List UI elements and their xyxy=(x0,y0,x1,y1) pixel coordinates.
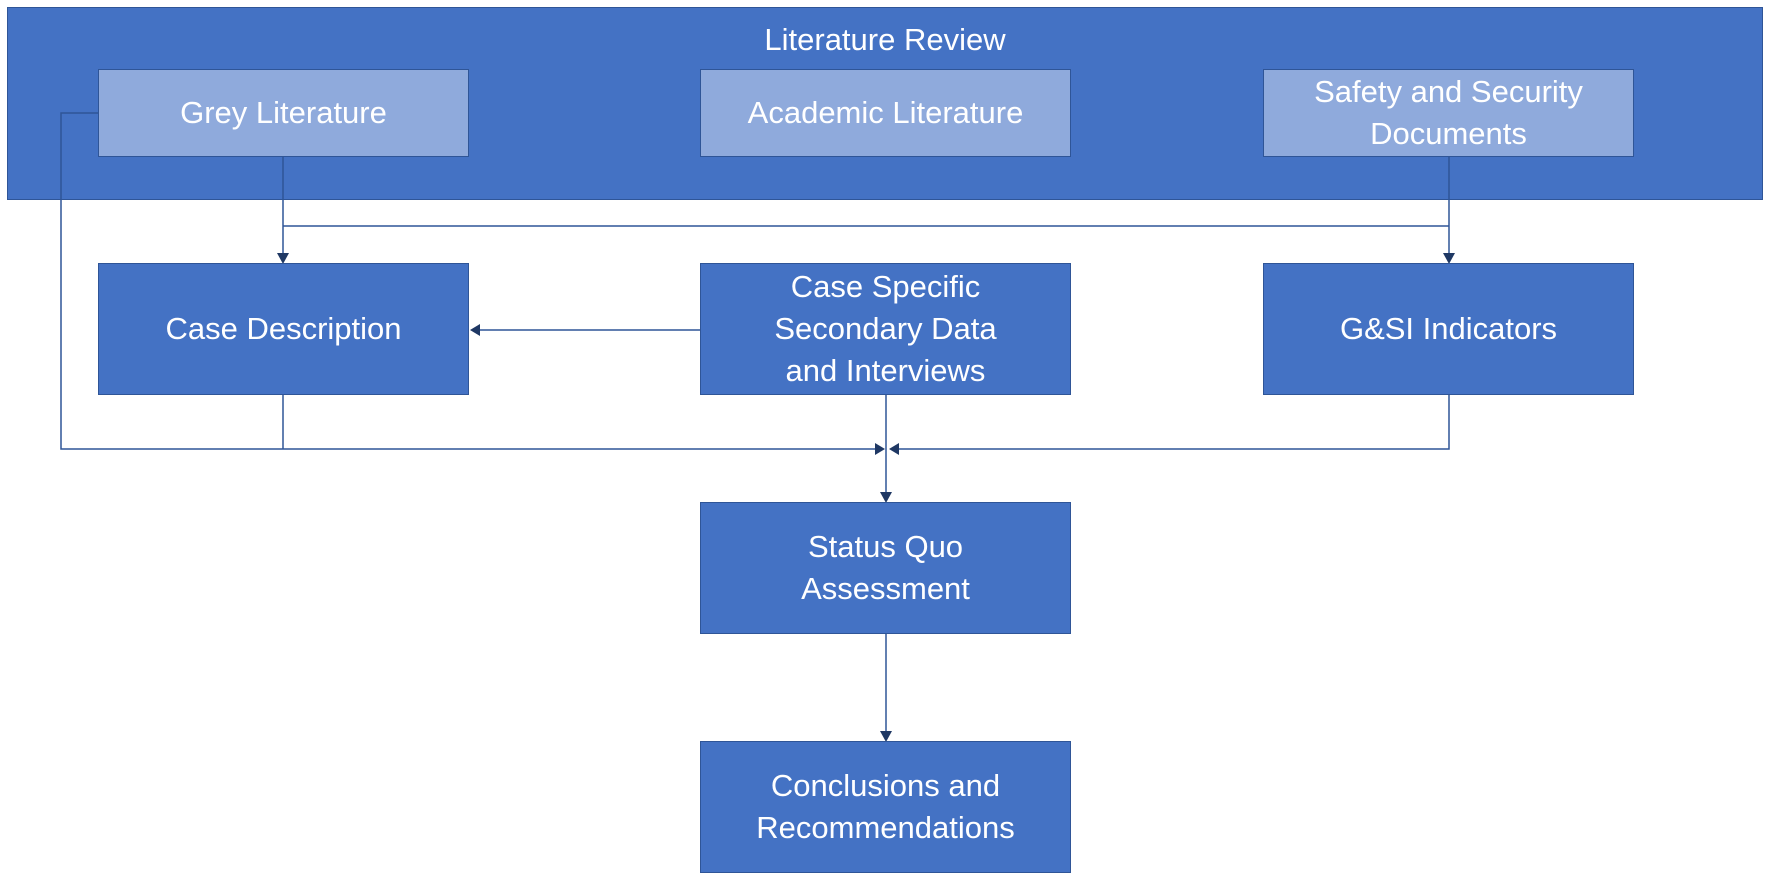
grey-literature-box: Grey Literature xyxy=(98,69,469,157)
literature-review-title: Literature Review xyxy=(764,22,1006,57)
arrowhead-case-description-right xyxy=(470,324,480,336)
case-description-box: Case Description xyxy=(98,263,469,395)
academic-literature-box: Academic Literature xyxy=(700,69,1071,157)
conclusions-recommendations-box: Conclusions and Recommendations xyxy=(700,741,1071,873)
arrowhead-merge-right xyxy=(889,443,899,455)
status-quo-assessment-box: Status Quo Assessment xyxy=(700,502,1071,634)
safety-security-documents-box: Safety and Security Documents xyxy=(1263,69,1634,157)
gsi-indicators-box: G&SI Indicators xyxy=(1263,263,1634,395)
connector-gsi-path xyxy=(898,395,1450,450)
case-specific-data-box: Case Specific Secondary Data and Intervi… xyxy=(700,263,1071,395)
arrowhead-merge-left xyxy=(875,443,885,455)
